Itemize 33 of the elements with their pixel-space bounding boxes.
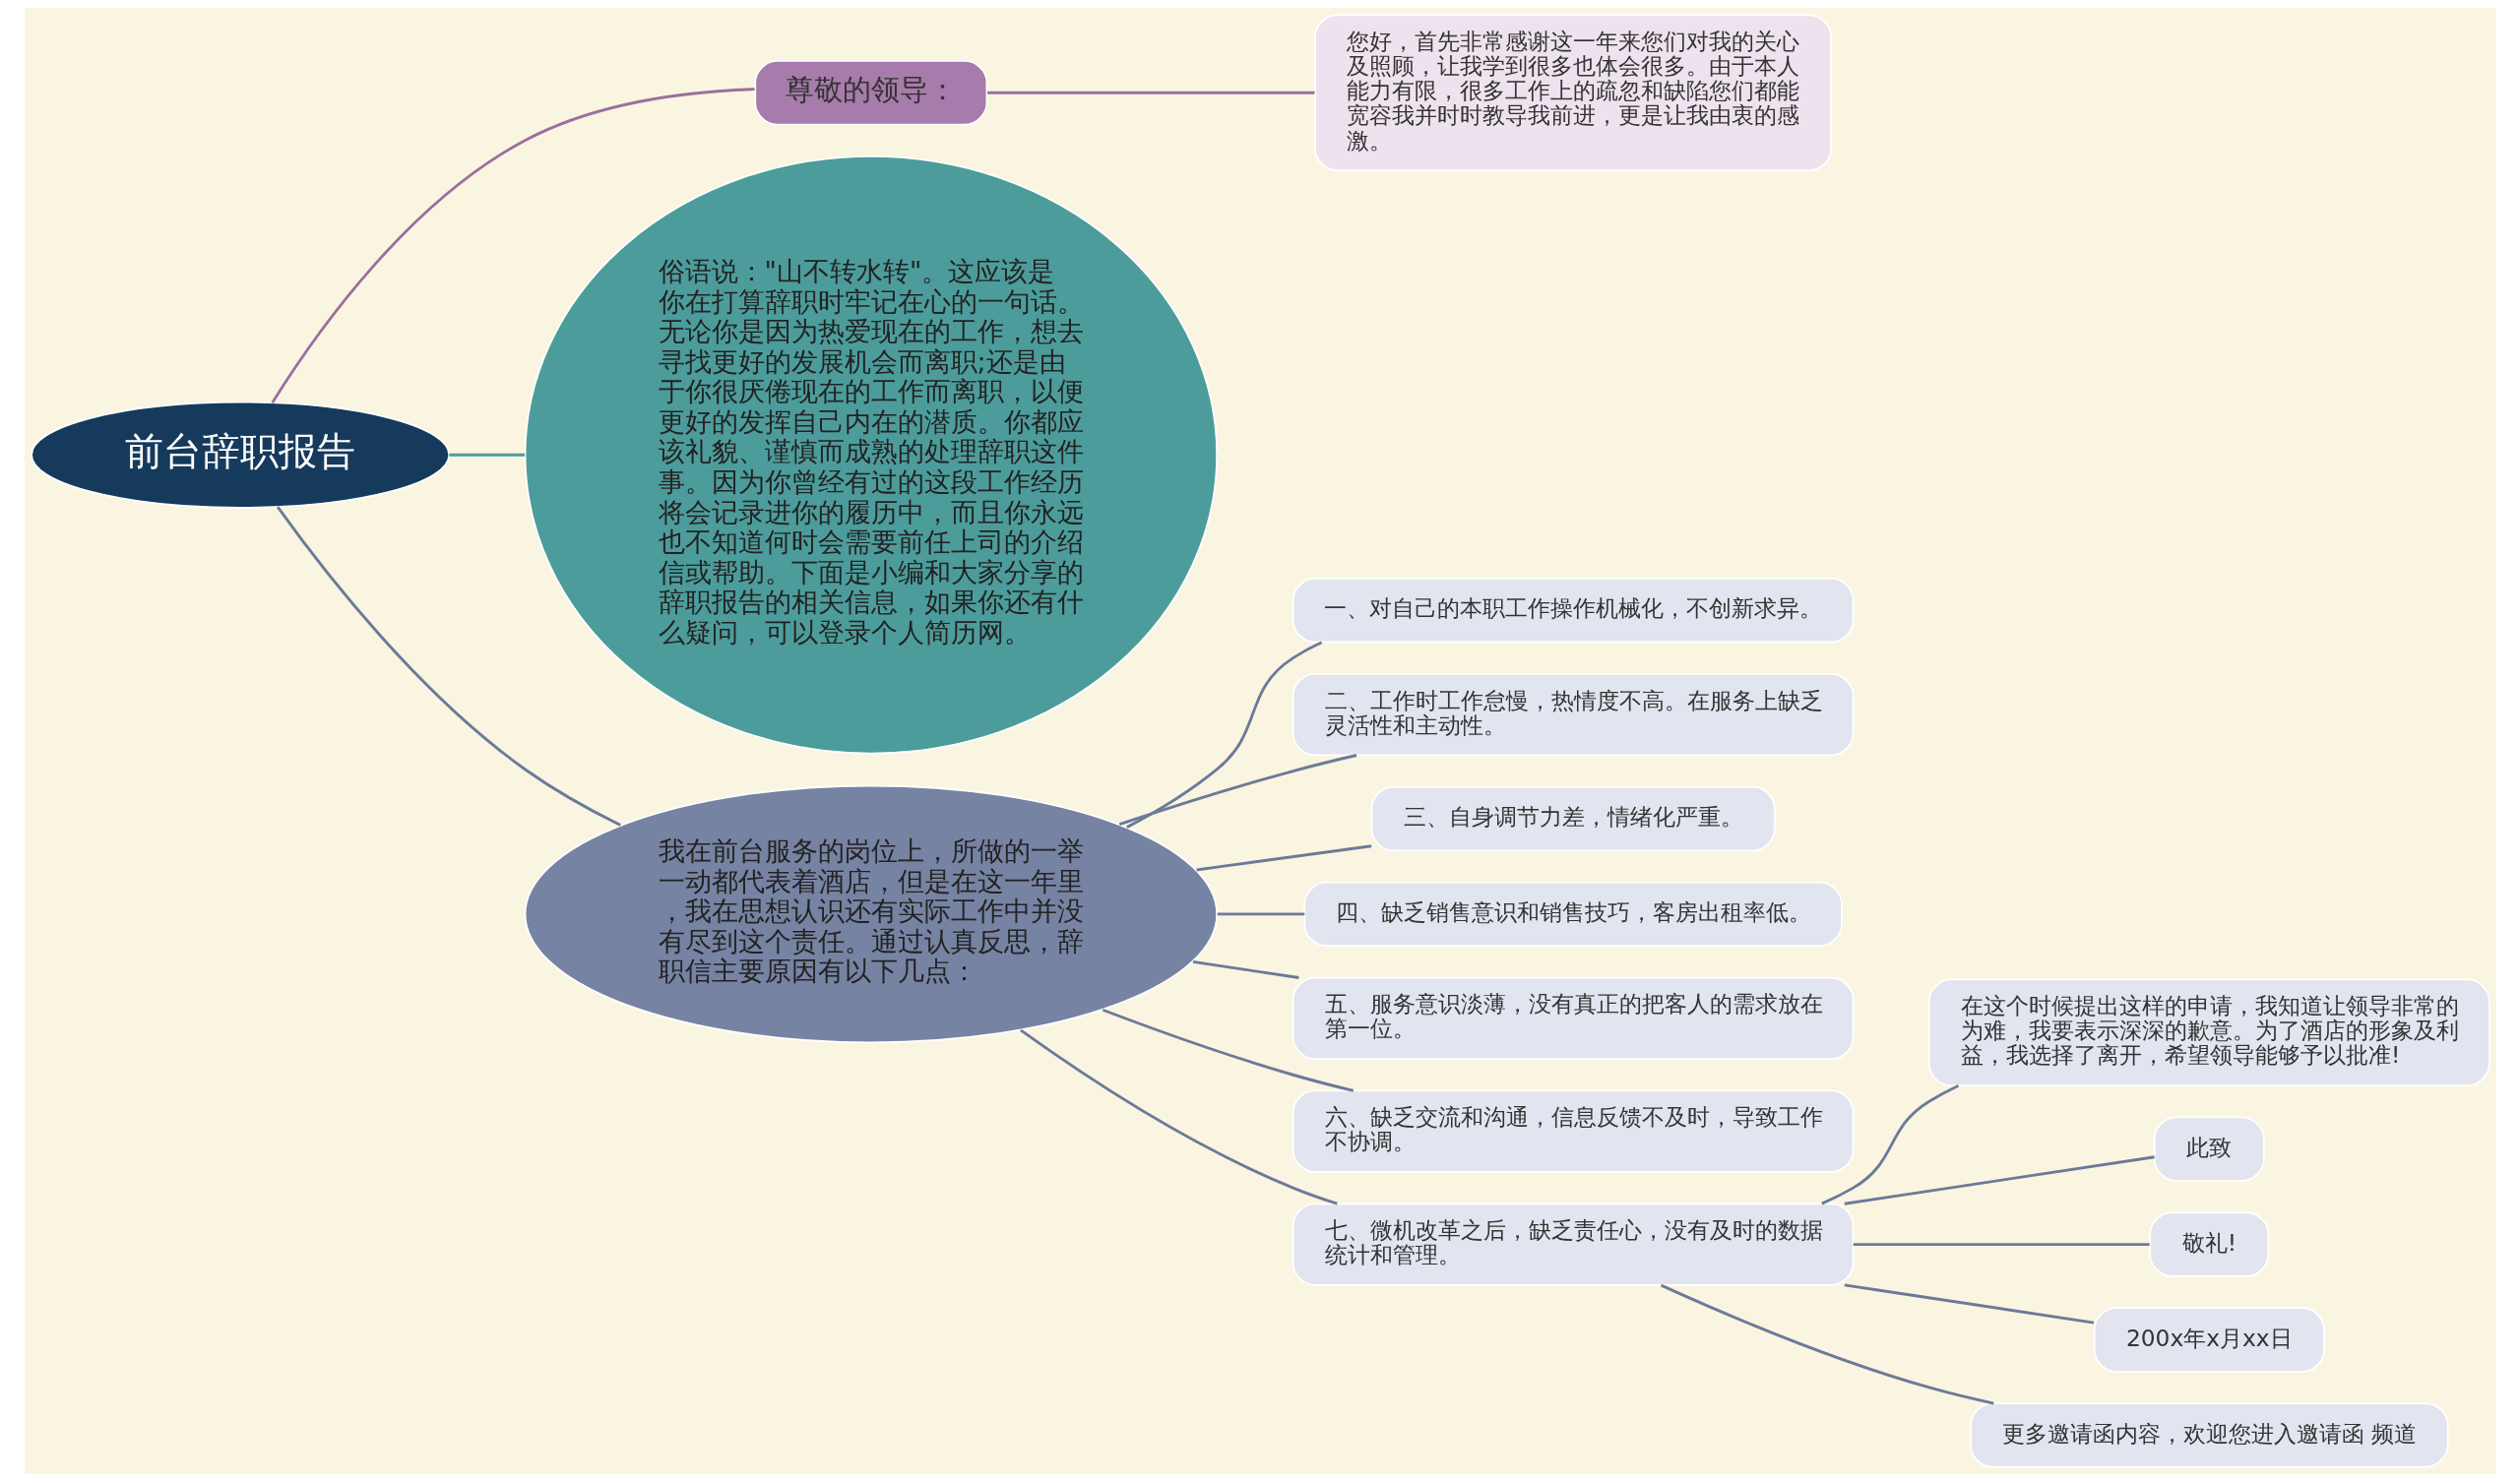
node-box: 此致 [2153,1116,2265,1182]
connector [1192,960,1299,979]
connector [276,506,621,827]
node-box: 四、缺乏销售意识和销售技巧，客房出租率低。 [1302,881,1843,948]
node-box: 敬礼! [2148,1211,2269,1277]
node-box: 更多邀请函内容，欢迎您进入邀请函 频道 [1969,1402,2449,1468]
connector [986,91,1314,94]
connector [270,88,755,404]
node-box: 尊敬的领导： [753,60,987,126]
connector [1820,1083,1959,1205]
node-box: 五、服务意识淡薄，没有真正的把客人的需求放在第一位。 [1292,976,1855,1060]
connector [1853,1243,2150,1246]
node-ellipse: 我在前台服务的岗位上，所做的一举一动都代表着酒店，但是在这一年里，我在思想认识还有实际工作中并没有尽到这个责任。通过认真反思，辞职信主要原因有以下几点： [524,784,1218,1044]
node-ellipse: 前台辞职报告 [30,401,450,509]
node-box: 200x年x月xx日 [2093,1307,2325,1373]
connector [448,453,525,457]
node-box: 六、缺乏交流和沟通，信息反馈不及时，导致工作不协调。 [1292,1089,1855,1173]
node-box: 七、微机改革之后，缺乏责任心，没有及时的数据统计和管理。 [1292,1203,1855,1286]
connector [1019,1028,1338,1205]
connector [1217,912,1304,916]
node-box: 您好，首先非常感谢这一年来您们对我的关心及照顾，让我学到很多也体会很多。由于本人能力有限，很多工作上的疏忽和缺陷您们都能宽容我并时时教导我前进，更是让我由衷的感激。 [1313,14,1832,172]
connector [1844,1155,2155,1205]
connector [1195,844,1371,872]
node-box: 一、对自己的本职工作操作机械化，不创新求异。 [1292,577,1855,644]
node-ellipse: 俗语说："山不转水转"。这应该是你在打算辞职时牢记在心的一句话。无论你是因为热爱现在的工作，想去寻找更好的发展机会而离职;还是由于你很厌倦现在的工作而离职，以便更好的发挥自己内在的潜质。你都应该礼貌、谨慎而成熟的处理辞职这件事。因为你曾经有过的这段工作经历将会记录进你的履历中，而且你永远也不知道何时会需要前任上司的介绍信或帮助。下面是小编和大家分享的辞职报告的相关信息，如果你还有什么疑问，可以登录个人简历网。 [524,154,1218,755]
node-box: 二、工作时工作怠慢，热情度不高。在服务上缺乏灵活性和主动性。 [1292,672,1855,757]
connector [1102,1008,1354,1092]
connector [1660,1283,1994,1405]
node-box: 三、自身调节力差，情绪化严重。 [1370,785,1776,852]
connector [1118,754,1356,826]
node-box: 在这个时候提出这样的申请，我知道让领导非常的为难，我要表示深深的歉意。为了酒店的形象及利益，我选择了离开，希望领导能够予以批准! [1927,978,2490,1086]
connector [1844,1283,2094,1325]
connector [1125,641,1322,829]
